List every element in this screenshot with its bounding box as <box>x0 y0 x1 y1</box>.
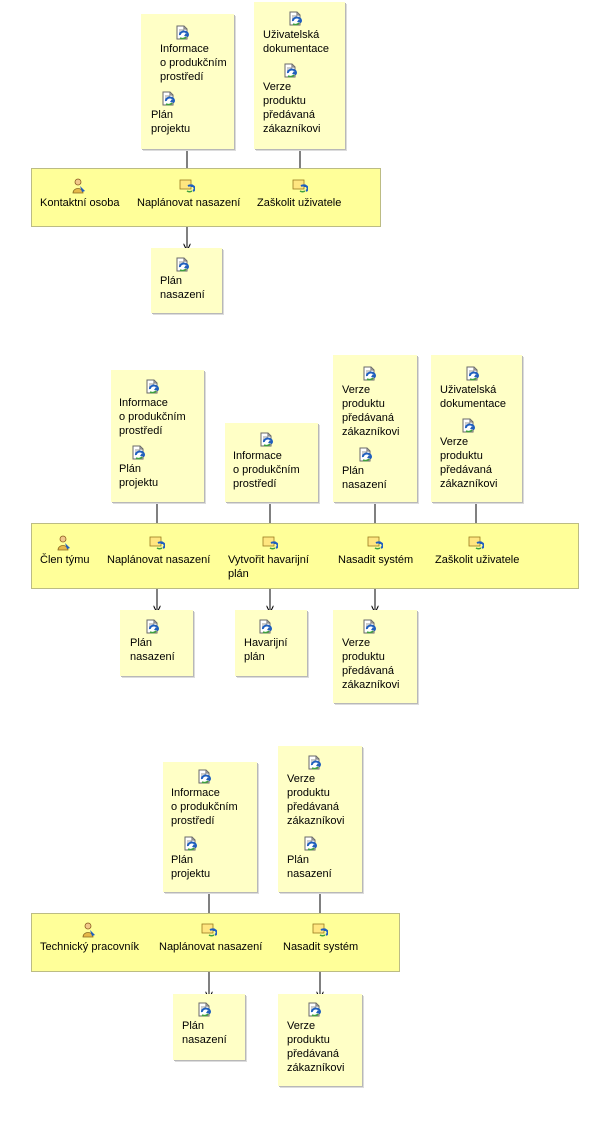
artifact-document-icon <box>282 63 298 79</box>
artifact-document-icon <box>361 366 377 382</box>
role-person-icon <box>56 535 72 551</box>
task-zaskolit-uzivatele[interactable]: Zaškolit uživatele <box>435 535 545 573</box>
artifact-label: Verze produktu předávaná zákazníkovi <box>263 81 321 135</box>
task-label: Nasadit systém <box>338 554 414 566</box>
artifact-label: Informace o produkčním prostředí <box>233 450 300 490</box>
output-artifact-group: Plán nasazení <box>151 248 222 313</box>
artifact-label: Verze produktu předávaná zákazníkovi <box>287 1020 345 1074</box>
artifact-label: Verze produktu předávaná zákazníkovi <box>342 384 400 438</box>
task-zaskolit-uzivatele[interactable]: Zaškolit uživatele <box>257 178 367 216</box>
artifact-document-icon <box>257 619 273 635</box>
task-label: Zaškolit uživatele <box>257 197 342 209</box>
artifact-document-icon <box>361 619 377 635</box>
artifact-label: Verze produktu předávaná zákazníkovi <box>342 637 400 691</box>
output-artifact-group: Verze produktu předávaná zákazníkovi <box>333 610 417 703</box>
artifact-label: Informace o produkčním prostředí <box>171 787 238 827</box>
task-activity-icon <box>292 178 308 194</box>
artifact-document-icon <box>130 445 146 461</box>
artifact-label: Informace o produkčním prostředí <box>160 43 227 83</box>
task-activity-icon <box>367 535 383 551</box>
input-artifact-group: Informace o produkčním prostředí <box>225 423 318 502</box>
output-artifact-group: Verze produktu předávaná zákazníkovi <box>278 994 362 1086</box>
artifact-document-icon <box>182 836 198 852</box>
role-swimlane <box>31 168 381 227</box>
artifact-document-icon <box>160 91 176 107</box>
artifact-document-icon <box>174 257 190 273</box>
task-activity-icon <box>468 535 484 551</box>
artifact-label: Plán nasazení <box>182 1020 227 1046</box>
role-swimlane <box>31 913 400 972</box>
artifact-document-icon <box>302 836 318 852</box>
input-artifact-group: Informace o produkčním prostředí Plán pr… <box>163 762 257 892</box>
artifact-label: Plán projektu <box>171 854 211 880</box>
output-artifact-group: Plán nasazení <box>173 994 245 1060</box>
task-nasadit-system[interactable]: Nasadit systém <box>283 922 373 960</box>
role-technicky-pracovnik[interactable]: Technický pracovník <box>40 922 150 960</box>
task-label: Vytvořit havarijní plán <box>228 554 309 580</box>
task-activity-icon <box>201 922 217 938</box>
output-artifact-group: Plán nasazení <box>120 610 193 676</box>
artifact-document-icon <box>460 418 476 434</box>
artifact-label: Havarijní plán <box>244 637 288 663</box>
output-artifact-group: Havarijní plán <box>235 610 307 676</box>
artifact-document-icon <box>357 447 373 463</box>
artifact-document-icon <box>174 25 190 41</box>
artifact-label: Verze produktu předávaná zákazníkovi <box>440 436 498 490</box>
task-naplanovat-nasazeni[interactable]: Naplánovat nasazení <box>107 535 217 573</box>
input-artifact-group: Uživatelská dokumentace Verze produktu p… <box>431 355 522 502</box>
artifact-label: Uživatelská dokumentace <box>440 384 507 410</box>
role-label: Kontaktní osoba <box>40 197 120 209</box>
artifact-document-icon <box>306 755 322 771</box>
task-naplanovat-nasazeni[interactable]: Naplánovat nasazení <box>137 178 247 216</box>
input-artifact-group: Informace o produkčním prostředí Plán pr… <box>111 370 204 502</box>
role-label: Technický pracovník <box>40 941 140 953</box>
role-person-icon <box>71 178 87 194</box>
artifact-label: Informace o produkčním prostředí <box>119 397 186 437</box>
artifact-label: Plán projektu <box>151 109 191 135</box>
task-label: Naplánovat nasazení <box>159 941 263 953</box>
artifact-document-icon <box>287 11 303 27</box>
role-kontaktni-osoba[interactable]: Kontaktní osoba <box>40 178 140 216</box>
artifact-label: Plán nasazení <box>160 275 205 301</box>
artifact-document-icon <box>144 619 160 635</box>
task-label: Zaškolit uživatele <box>435 554 520 566</box>
role-person-icon <box>81 922 97 938</box>
input-artifact-group: Verze produktu předávaná zákazníkovi Plá… <box>333 355 417 502</box>
artifact-label: Plán nasazení <box>130 637 175 663</box>
input-artifact-group: Informace o produkčním prostředí Plán pr… <box>141 14 234 149</box>
artifact-document-icon <box>464 366 480 382</box>
role-swimlane <box>31 523 579 589</box>
artifact-document-icon <box>196 1002 212 1018</box>
task-activity-icon <box>312 922 328 938</box>
role-label: Člen týmu <box>40 554 90 566</box>
input-artifact-group: Verze produktu předávaná zákazníkovi Plá… <box>278 746 362 892</box>
artifact-label: Plán projektu <box>119 463 159 489</box>
artifact-document-icon <box>306 1002 322 1018</box>
artifact-document-icon <box>258 432 274 448</box>
task-activity-icon <box>179 178 195 194</box>
task-nasadit-system[interactable]: Nasadit systém <box>338 535 428 573</box>
input-artifact-group: Uživatelská dokumentace Verze produktu p… <box>254 2 345 149</box>
artifact-label: Plán nasazení <box>287 854 332 880</box>
role-clen-tymu[interactable]: Člen týmu <box>40 535 120 573</box>
task-naplanovat-nasazeni[interactable]: Naplánovat nasazení <box>159 922 269 960</box>
artifact-label: Verze produktu předávaná zákazníkovi <box>287 773 345 827</box>
task-label: Naplánovat nasazení <box>107 554 211 566</box>
artifact-label: Uživatelská dokumentace <box>263 29 330 55</box>
artifact-document-icon <box>144 379 160 395</box>
task-activity-icon <box>149 535 165 551</box>
artifact-label: Plán nasazení <box>342 465 387 491</box>
task-vytvorit-havarijni-plan[interactable]: Vytvořit havarijní plán <box>228 535 328 580</box>
task-activity-icon <box>262 535 278 551</box>
task-label: Naplánovat nasazení <box>137 197 241 209</box>
artifact-document-icon <box>196 769 212 785</box>
task-label: Nasadit systém <box>283 941 359 953</box>
